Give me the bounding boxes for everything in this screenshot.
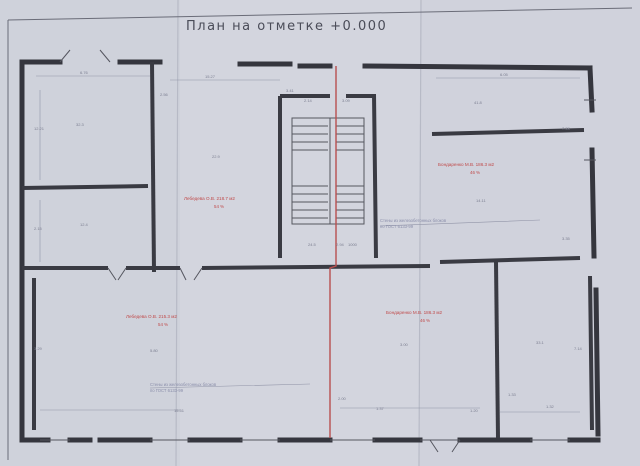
door-swings: [59, 49, 596, 453]
dimension-label: 24.5: [308, 242, 317, 247]
dimension-label: 1000: [348, 242, 358, 247]
dimension-label: 1.33: [508, 392, 517, 397]
dimension-label: 7.28: [562, 126, 571, 131]
frame-line-top: [7, 7, 633, 21]
dimension-label: 1.32: [546, 404, 555, 409]
dimension-label: 32.3: [76, 122, 85, 127]
room-label-3: Бондаренко М.В. 186.3 м2 46 %: [438, 162, 495, 175]
dimension-label: 7.14: [574, 346, 583, 351]
dimension-label: 3.29: [34, 346, 43, 351]
dimension-label: 2.56: [160, 92, 169, 97]
room-label-4: Бондаренко М.В. 186.3 м2 46 %: [386, 310, 443, 323]
paper-fold-panel: [0, 0, 180, 466]
share-label: 54 %: [214, 204, 224, 209]
paper-fold-line: [175, 0, 179, 466]
owner-label: Лебедева О.В. 218.7 м2: [184, 196, 235, 201]
owner-label: Лебедева О.В. 215.3 м2: [126, 314, 177, 319]
dimension-label: 5.80: [150, 348, 159, 353]
dimension-label: 22.9: [212, 154, 221, 159]
dimension-labels: 6.76 15.27 6.05 2.56 3.41 3.09 32.3 22.9…: [34, 70, 583, 413]
room-label-2: Лебедева О.В. 215.3 м2 54 %: [126, 314, 177, 327]
ownership-boundary-line: [329, 66, 337, 438]
wall-note-text: Стены из железобетонных блоков по ГОСТ 6…: [380, 218, 447, 229]
dimension-label: 41.8: [474, 100, 483, 105]
dimension-label: 2.14: [304, 98, 313, 103]
share-label: 46 %: [470, 170, 480, 175]
share-label: 54 %: [158, 322, 168, 327]
dimension-lines: [36, 75, 580, 413]
paper-fold-line: [418, 0, 422, 466]
dimension-label: 3.35: [562, 236, 571, 241]
wall-note-right: Стены из железобетонных блоков по ГОСТ 6…: [380, 218, 447, 229]
paper-fold-panel: [420, 0, 640, 466]
share-label: 46 %: [420, 318, 430, 323]
dimension-label: 12.4: [80, 222, 89, 227]
dimension-label: 2.15: [34, 226, 43, 231]
dimension-label: 12.21: [34, 126, 45, 131]
dimension-label: 6.05: [500, 72, 509, 77]
staircase: [291, 117, 365, 225]
dimension-label: 15.51: [174, 408, 185, 413]
dimension-label: 15.27: [205, 74, 216, 79]
dimension-label: 1.37: [376, 406, 385, 411]
dimension-label: 2.00: [338, 396, 347, 401]
room-label-1: Лебедева О.В. 218.7 м2 54 %: [184, 196, 235, 209]
dimension-label: 3.00: [400, 342, 409, 347]
dimension-label: 14.11: [476, 198, 486, 203]
wall-note-text: Стены из железобетонных блоков по ГОСТ 6…: [150, 382, 217, 393]
plan-title: План на отметке +0.000: [186, 19, 387, 34]
dimension-label: 3.09: [342, 98, 351, 103]
inner-walls: [21, 61, 594, 439]
dimension-label: 33.1: [536, 340, 545, 345]
dimension-label: 6.76: [80, 70, 89, 75]
wall-note-left: Стены из железобетонных блоков по ГОСТ 6…: [150, 382, 217, 393]
dimension-label: 3.41: [286, 88, 295, 93]
dimension-label: 1.20: [470, 408, 479, 413]
owner-label: Бондаренко М.В. 186.3 м2: [386, 310, 443, 315]
dimension-label: 2.94: [336, 242, 345, 247]
owner-label: Бондаренко М.В. 186.3 м2: [438, 162, 495, 167]
